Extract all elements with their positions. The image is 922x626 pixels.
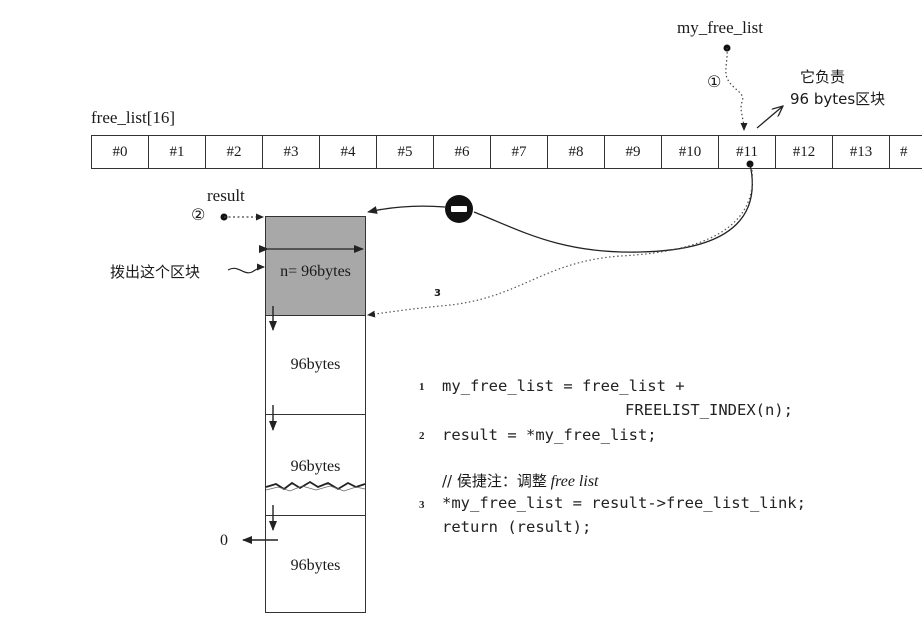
array-cell-6: #6 [434, 136, 491, 168]
array-cell-10: #10 [662, 136, 719, 168]
code-line2-num: 2 [419, 430, 425, 442]
code-line1-cont: FREELIST_INDEX(n); [625, 401, 793, 419]
code-line3: *my_free_list = result->free_list_link; [442, 494, 806, 512]
responsible-arrow [756, 106, 783, 129]
array-cell-2: #2 [206, 136, 263, 168]
code-comment-prefix: // 侯捷注：调整 [442, 472, 547, 490]
step1-marker: ① [707, 72, 722, 91]
free-list-array: #0 #1 #2 #3 #4 #5 #6 #7 #8 #9 #10 #11 #1… [91, 135, 922, 169]
array-cell-0: #0 [92, 136, 149, 168]
my-free-list-dotted-pointer [725, 47, 748, 131]
code-line4: return (result); [442, 518, 592, 536]
code-line1: my_free_list = free_list + [442, 377, 685, 395]
array-cell-3: #3 [263, 136, 320, 168]
block-4-label: 96bytes [290, 557, 341, 574]
extract-note-arrow [227, 263, 265, 274]
cut-arrow [367, 205, 446, 214]
code-comment: // 侯捷注：调整 free list [442, 470, 598, 491]
cell11-solid-curve [473, 163, 753, 253]
block-extracted: n= 96bytes [265, 216, 366, 316]
array-cell-4: #4 [320, 136, 377, 168]
my-free-list-label: my_free_list [677, 18, 763, 37]
block-2: 96bytes [265, 316, 366, 415]
code-line3-num: 3 [419, 499, 425, 511]
code-line2: result = *my_free_list; [442, 426, 657, 444]
array-cell-7: #7 [491, 136, 548, 168]
block-4: 96bytes [265, 515, 366, 613]
block-2-label: 96bytes [290, 356, 341, 373]
array-cell-5: #5 [377, 136, 434, 168]
block-3: 96bytes [265, 415, 366, 515]
cell11-dotted-curve [367, 169, 753, 318]
result-label: result [207, 186, 245, 205]
step2-marker: ② [191, 205, 206, 224]
code-line1-num: 1 [419, 381, 425, 393]
array-cell-13: #13 [833, 136, 890, 168]
array-cell-12: #12 [776, 136, 833, 168]
block-extracted-label: n= 96bytes [280, 263, 351, 280]
responsible-note-line1: 它负责 [800, 68, 846, 86]
extract-block-note: 拨出这个区块 [110, 263, 201, 281]
array-cell-11: #11 [719, 136, 776, 168]
array-cell-8: #8 [548, 136, 605, 168]
array-cell-14: # [900, 143, 908, 160]
block-3-label: 96bytes [290, 458, 341, 475]
array-cell-1: #1 [149, 136, 206, 168]
array-label: free_list[16] [91, 108, 176, 127]
responsible-note-line2: 96 bytes区块 [790, 90, 886, 108]
code-comment-em: free list [550, 473, 599, 490]
null-terminator: 0 [220, 532, 228, 549]
step3-marker: 3 [434, 288, 441, 299]
array-cell-9: #9 [605, 136, 662, 168]
